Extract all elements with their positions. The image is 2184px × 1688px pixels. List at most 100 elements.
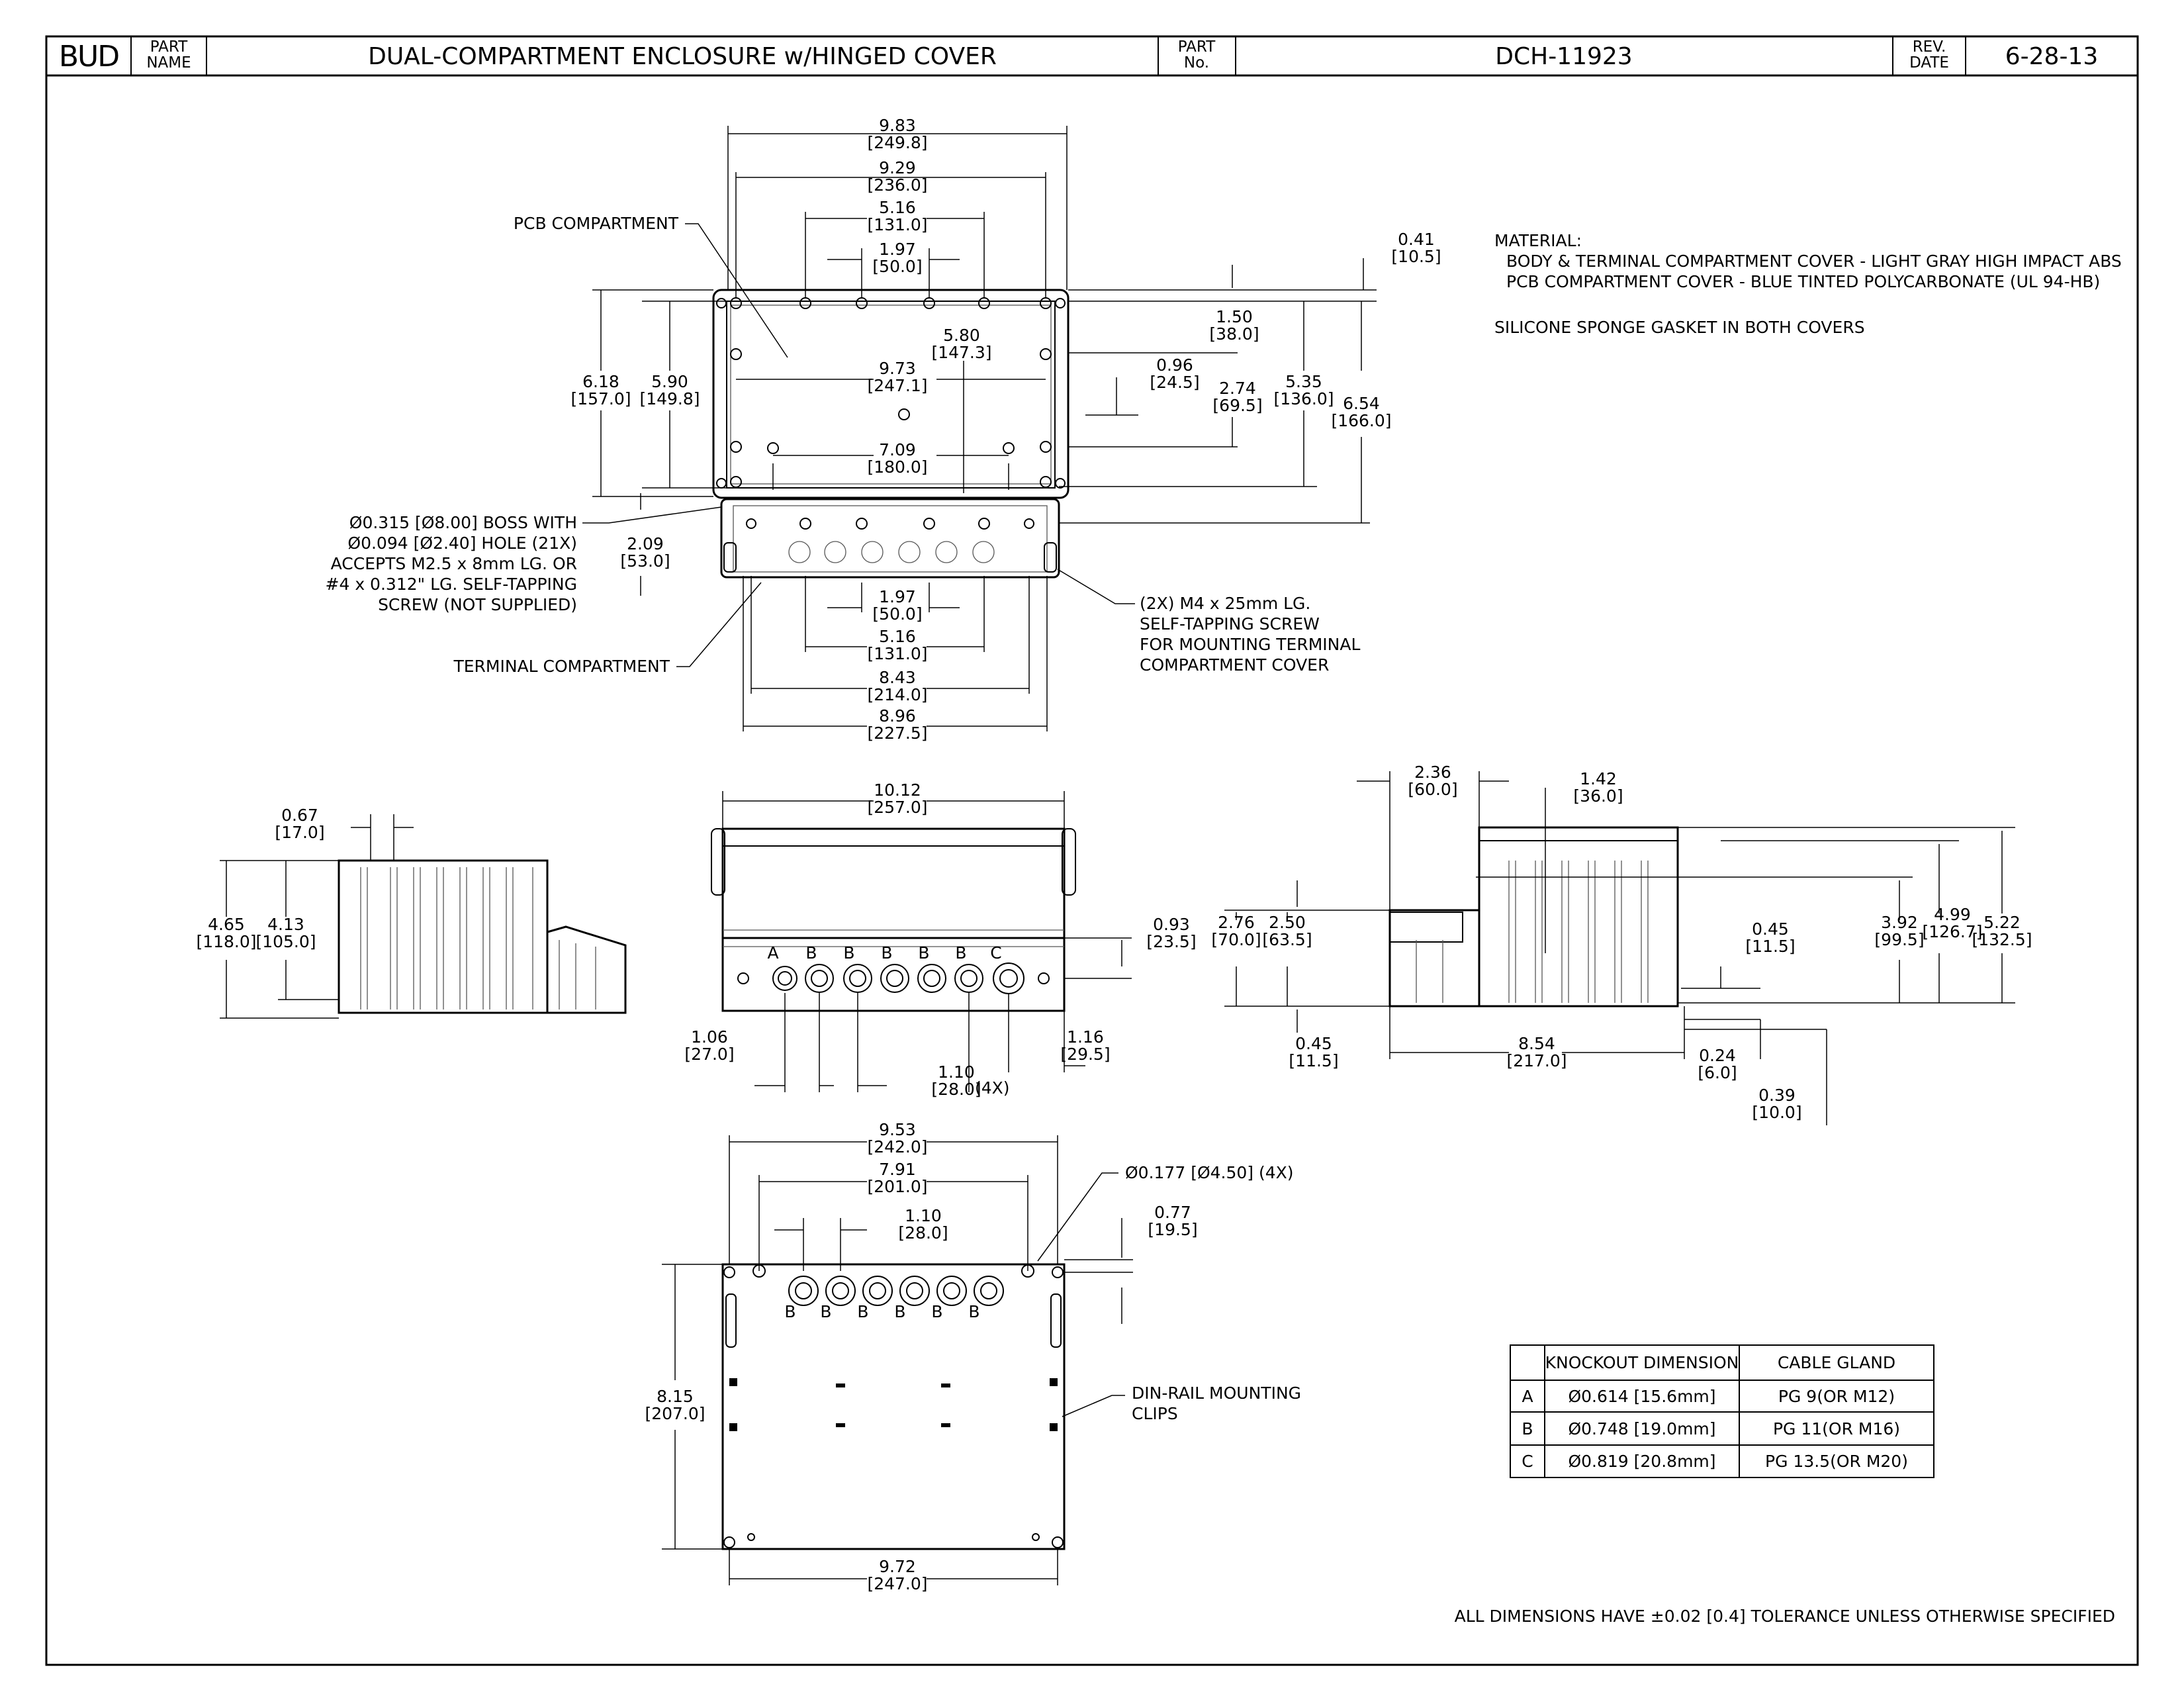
table-row-knockout: Ø0.748 [19.0mm]	[1568, 1419, 1715, 1438]
gland-letter-bottom: B	[894, 1302, 905, 1321]
dim-d276-mm: [70.0]	[1211, 930, 1261, 949]
screw-note-line: COMPARTMENT COVER	[1140, 655, 1329, 675]
screw-note-line: (2X) M4 x 25mm LG.	[1140, 594, 1310, 613]
boss-note-line: ACCEPTS M2.5 x 8mm LG. OR	[331, 554, 577, 573]
dim-d465-in: 4.65	[208, 915, 245, 934]
gland-letter-front: B	[881, 943, 892, 962]
dim-d045b-mm: [11.5]	[1745, 937, 1795, 956]
dim-d077-in: 0.77	[1154, 1203, 1191, 1222]
part-name: DUAL-COMPARTMENT ENCLOSURE w/HINGED COVE…	[368, 43, 997, 70]
gland-letter-front: A	[767, 943, 778, 962]
dim-d197b-in: 1.97	[879, 587, 916, 606]
bottom-view	[721, 1263, 1066, 1550]
dim-d110f-mm: [28.0]	[931, 1080, 981, 1099]
dim-d843-in: 8.43	[879, 668, 916, 687]
dim-d654-mm: [166.0]	[1331, 411, 1391, 430]
dim-d535-mm: [136.0]	[1273, 389, 1334, 408]
dim-d110b-mm: [28.0]	[898, 1223, 948, 1243]
dim-d209-in: 2.09	[627, 534, 664, 553]
dim-d236-in: 2.36	[1414, 763, 1451, 782]
gland-letter-bottom: B	[857, 1302, 868, 1321]
dim-d106-mm: [27.0]	[684, 1045, 734, 1064]
table-header-knockout: KNOCKOUT DIMENSION	[1545, 1353, 1739, 1372]
screw-note-line: FOR MOUNTING TERMINAL	[1140, 635, 1360, 654]
dim-d197t-in: 1.97	[879, 240, 916, 259]
front-view	[711, 827, 1076, 1012]
dim-d973-mm: [247.1]	[867, 376, 927, 395]
dim-d499-mm: [126.7]	[1922, 922, 1982, 941]
dim-d972-in: 9.72	[879, 1557, 916, 1576]
gland-letter-front: B	[843, 943, 854, 962]
din-clip-note-line: DIN-RAIL MOUNTING	[1132, 1383, 1301, 1403]
dim-d516b-in: 5.16	[879, 627, 916, 646]
dim-d516t-mm: [131.0]	[867, 215, 927, 234]
side-view-right	[1388, 826, 1679, 1008]
boss-note-line: SCREW (NOT SUPPLIED)	[378, 595, 577, 614]
dim-d116-in: 1.16	[1067, 1027, 1104, 1047]
dim-d039-mm: [10.0]	[1752, 1103, 1801, 1122]
dim-d024-in: 0.24	[1699, 1046, 1736, 1065]
top-view-dimensions	[582, 126, 1377, 731]
dimension-labels: 9.83[249.8]9.29[236.0]5.16[131.0]1.97[50…	[196, 116, 2121, 1626]
terminal-compartment-label: TERMINAL COMPARTMENT	[453, 657, 670, 676]
top-view	[712, 289, 1069, 579]
dim-d110b-in: 1.10	[905, 1206, 942, 1225]
dim-d209-mm: [53.0]	[620, 551, 670, 571]
dim-d093-in: 0.93	[1153, 915, 1190, 934]
dim-d791-mm: [201.0]	[867, 1177, 927, 1196]
dim-d197t-mm: [50.0]	[872, 257, 922, 276]
tolerance-note: ALL DIMENSIONS HAVE ±0.02 [0.4] TOLERANC…	[1455, 1607, 2115, 1626]
table-header-gland: CABLE GLAND	[1778, 1353, 1895, 1372]
dim-d067-in: 0.67	[281, 806, 318, 825]
gland-letter-bottom: B	[820, 1302, 831, 1321]
rev-date: 6-28-13	[2005, 43, 2099, 70]
dim-d077-mm: [19.5]	[1148, 1220, 1197, 1239]
dim-d197b-mm: [50.0]	[872, 604, 922, 624]
table-row-letter: B	[1522, 1419, 1533, 1438]
dim-d045a-mm: [11.5]	[1289, 1051, 1338, 1070]
rev-date-label: REV.DATE	[1909, 38, 1949, 71]
dim-d024-mm: [6.0]	[1698, 1063, 1737, 1082]
gland-letter-bottom: B	[968, 1302, 979, 1321]
dim-d709-mm: [180.0]	[867, 457, 927, 477]
dim-d142-mm: [36.0]	[1573, 786, 1623, 806]
company-logo: BUD	[59, 40, 118, 73]
dim-d150-in: 1.50	[1216, 307, 1253, 326]
dim-d1012-in: 10.12	[874, 780, 921, 800]
material-title: MATERIAL:	[1494, 231, 1582, 250]
material-pcb-cover: PCB COMPARTMENT COVER - BLUE TINTED POLY…	[1506, 272, 2100, 291]
dim-d535-in: 5.35	[1285, 372, 1322, 391]
boss-note-line: Ø0.315 [Ø8.00] BOSS WITH	[349, 513, 577, 532]
gland-letter-front: B	[955, 943, 966, 962]
dim-d096-mm: [24.5]	[1150, 373, 1199, 392]
dim-d580-mm: [147.3]	[931, 343, 991, 362]
front-view-dimensions	[722, 791, 1132, 1092]
dim-d983-mm: [249.8]	[867, 133, 927, 152]
table-row-gland: PG 13.5(OR M20)	[1765, 1452, 1908, 1471]
dim-d1012-mm: [257.0]	[867, 798, 927, 817]
dim-d413-in: 4.13	[267, 915, 304, 934]
dim-d045b-in: 0.45	[1752, 919, 1789, 939]
pcb-compartment-label: PCB COMPARTMENT	[514, 214, 679, 233]
dim-d110f-in: 1.10	[938, 1062, 975, 1082]
dim-d274-mm: [69.5]	[1212, 396, 1262, 415]
dim-d039-in: 0.39	[1758, 1086, 1796, 1105]
dim-d972-mm: [247.0]	[867, 1574, 927, 1593]
dim-d896-mm: [227.5]	[867, 724, 927, 743]
dim-d516t-in: 5.16	[879, 198, 916, 217]
dim-d041-mm: [10.5]	[1391, 247, 1441, 266]
dim-d045a-in: 0.45	[1295, 1034, 1332, 1053]
table-row-gland: PG 9(OR M12)	[1778, 1387, 1895, 1406]
dim-d590-mm: [149.8]	[639, 389, 700, 408]
dim-d150-mm: [38.0]	[1209, 324, 1259, 344]
spacing-4x-suffix: (4X)	[975, 1078, 1010, 1098]
sheet-border	[45, 35, 2139, 1666]
dim-d041-in: 0.41	[1398, 230, 1435, 249]
dim-d791-in: 7.91	[879, 1160, 916, 1179]
dim-d392-mm: [99.5]	[1874, 930, 1924, 949]
dim-d843-mm: [214.0]	[867, 685, 927, 704]
side-view-right-dimensions	[1224, 771, 2015, 1125]
dim-d067-mm: [17.0]	[275, 823, 324, 842]
